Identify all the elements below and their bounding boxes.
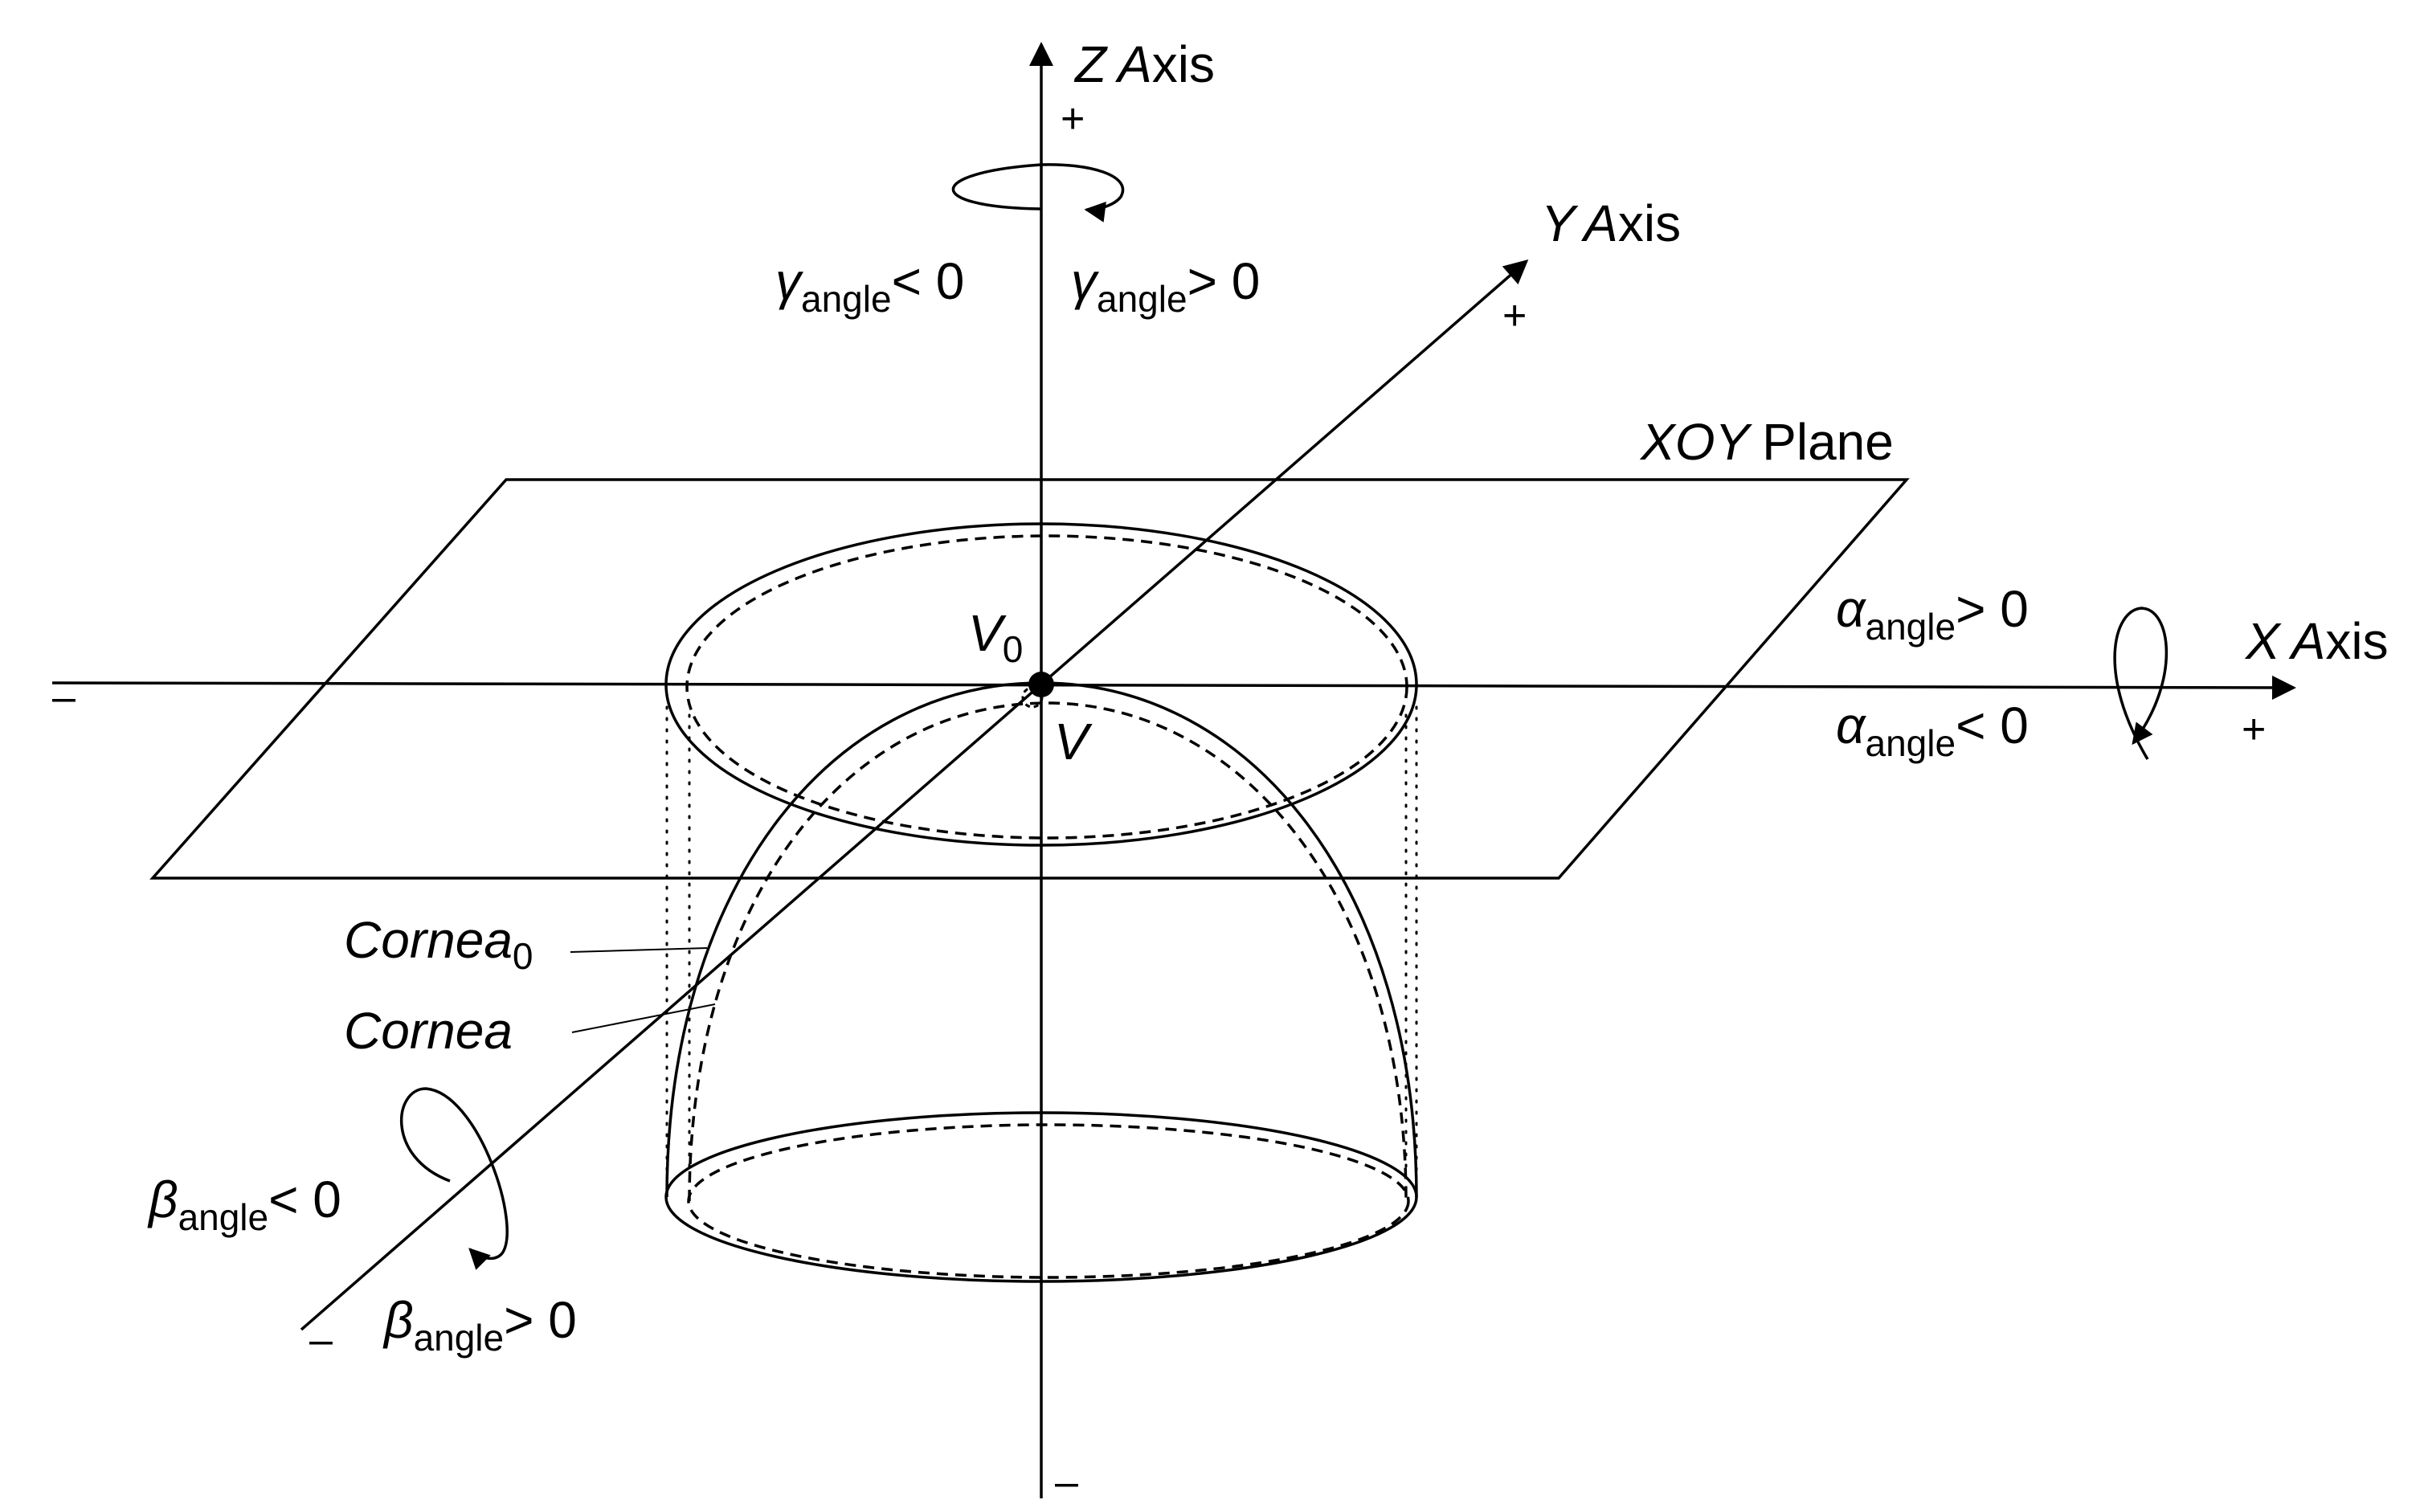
z-axis-plus: + bbox=[1061, 96, 1085, 142]
cornea0-leader bbox=[570, 947, 708, 953]
alpha-positive-label: αangle> 0 bbox=[1836, 580, 2029, 648]
x-axis-minus: – bbox=[52, 674, 76, 721]
beta-axis-minus: – bbox=[309, 1317, 333, 1363]
beta-rotation-arrow bbox=[399, 1087, 509, 1270]
v0-point bbox=[1028, 672, 1054, 697]
cornea-label: Cornea bbox=[344, 1002, 513, 1060]
y-axis-line bbox=[300, 259, 1529, 1331]
xoy-plane bbox=[149, 478, 1910, 880]
x-axis-line bbox=[51, 675, 2296, 700]
alpha-rotation-arrow bbox=[2113, 607, 2169, 760]
beta-negative-label: βangle< 0 bbox=[147, 1171, 341, 1238]
gamma-negative-label: γangle< 0 bbox=[775, 252, 964, 320]
v0-label: V0 bbox=[968, 604, 1023, 670]
cornea-leader bbox=[571, 1003, 716, 1033]
y-axis-plus: + bbox=[1502, 292, 1527, 339]
alpha-negative-label: αangle< 0 bbox=[1836, 697, 2029, 764]
cornea0-label: Cornea0 bbox=[344, 911, 533, 977]
gamma-rotation-arrow bbox=[951, 163, 1124, 223]
cornea-bottom-ellipse bbox=[687, 1123, 1410, 1279]
beta-positive-label: βangle> 0 bbox=[382, 1291, 577, 1359]
gamma-positive-label: γangle> 0 bbox=[1071, 252, 1260, 320]
z-axis-suffix: xis bbox=[1152, 35, 1215, 93]
v-label: V bbox=[1054, 713, 1093, 770]
x-axis-plus: + bbox=[2242, 706, 2266, 753]
z-axis-minus: – bbox=[1055, 1459, 1078, 1506]
cornea-dome bbox=[688, 701, 1408, 1202]
v-point bbox=[1021, 686, 1044, 709]
